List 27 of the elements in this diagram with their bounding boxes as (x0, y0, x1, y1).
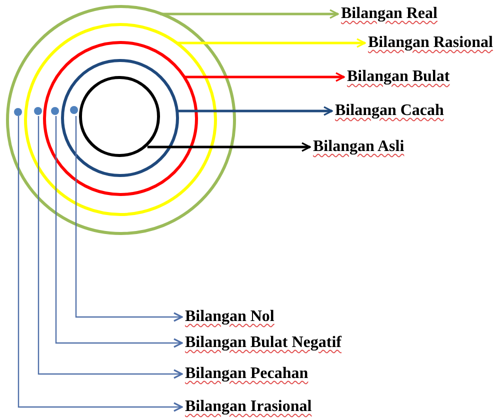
leader-arrow (38, 116, 183, 379)
leader-arrow (75, 116, 183, 322)
arrow (176, 38, 366, 48)
leader-arrow (55, 116, 183, 348)
set-circle (24, 22, 218, 216)
category-label: Bilangan Cacah (335, 102, 444, 120)
arrow (184, 72, 345, 82)
dot-icon (14, 108, 22, 116)
dot-icon (70, 106, 78, 114)
category-label: Bilangan Real (341, 5, 438, 23)
leader-arrow (18, 116, 183, 412)
set-circle (43, 41, 198, 196)
arrow (178, 106, 333, 116)
arrow (160, 9, 339, 19)
category-label: Bilangan Asli (313, 138, 404, 156)
dot-icon (50, 106, 58, 114)
set-circle (6, 5, 236, 235)
category-label: Bilangan Pecahan (185, 365, 308, 383)
category-label: Bilangan Rasional (368, 34, 493, 52)
category-label: Bilangan Irasional (185, 398, 312, 416)
dot-icon (34, 107, 42, 115)
category-label: Bilangan Bulat Negatif (185, 334, 342, 352)
set-circle (61, 59, 179, 177)
arrow (147, 142, 311, 152)
set-circle (79, 76, 160, 157)
category-label: Bilangan Bulat (347, 68, 450, 86)
category-label: Bilangan Nol (185, 308, 274, 326)
